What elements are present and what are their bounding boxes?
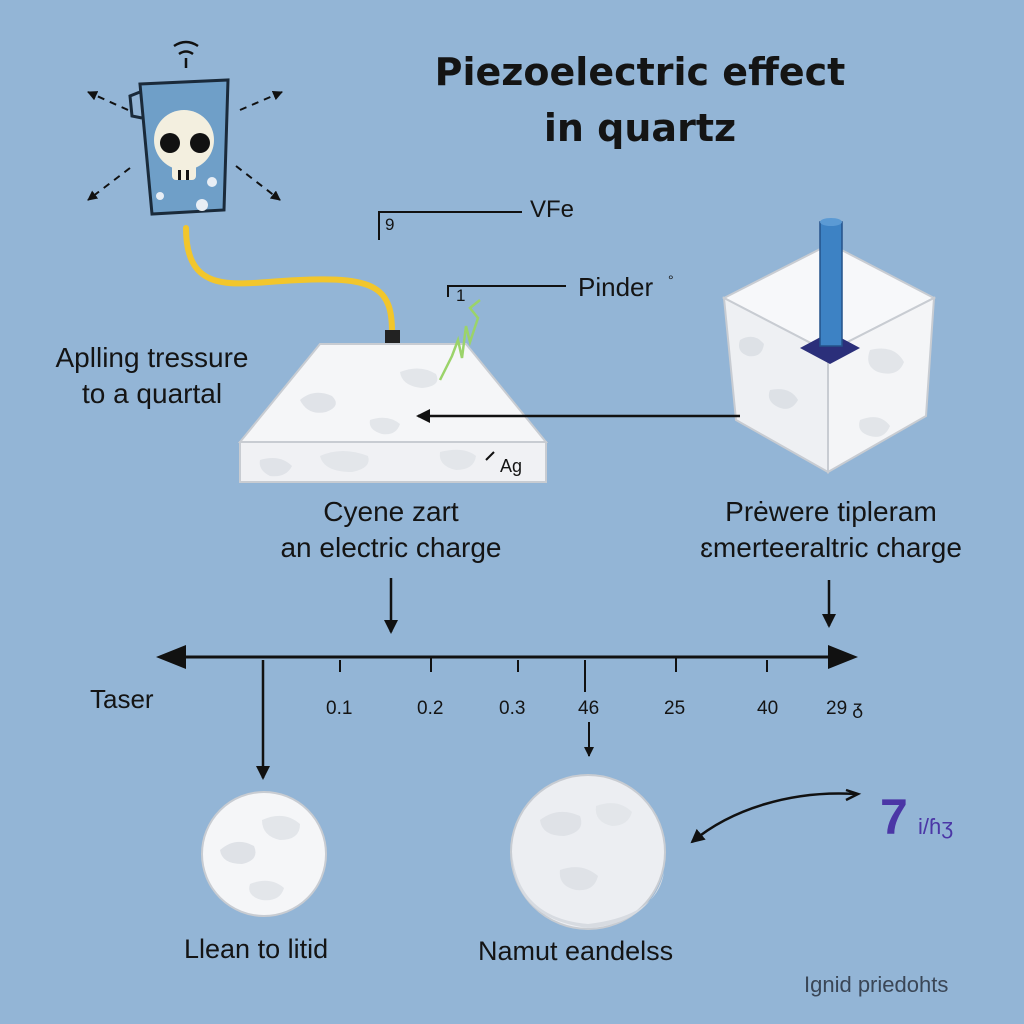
axis-tick-label: 25 bbox=[664, 698, 686, 719]
title-line2: in quartz bbox=[543, 106, 737, 150]
label-pinder: Pinder bbox=[578, 272, 654, 302]
large-quartz-sphere bbox=[510, 774, 666, 930]
scale-axis bbox=[156, 645, 858, 672]
wire-connector bbox=[385, 330, 400, 344]
axis-tick-label: 40 bbox=[757, 698, 779, 719]
expand-arrows-icon bbox=[87, 90, 283, 201]
seven-arrow-tail bbox=[845, 788, 862, 802]
label-vfe: VFe bbox=[530, 196, 575, 223]
label-taser: Taser bbox=[90, 684, 154, 714]
applying-line1: Aplling tressure bbox=[55, 342, 249, 373]
crystal-mark-tick bbox=[485, 451, 495, 461]
cyene-line2: an electric charge bbox=[280, 532, 502, 563]
quartz-cube bbox=[721, 218, 937, 474]
small-quartz-sphere bbox=[201, 791, 327, 917]
diagram-title: Piezoelectric effect in quartz bbox=[400, 44, 880, 156]
seven-curved-arrow bbox=[690, 792, 857, 844]
value-seven-unit: i/ɦʒ bbox=[918, 814, 954, 839]
prewere-line2: ɛmerteeraltric charge bbox=[700, 532, 962, 563]
wifi-signal-icon bbox=[173, 40, 199, 68]
pinder-leader bbox=[447, 285, 566, 297]
axis-tick-label: 29 ᵹ bbox=[826, 698, 863, 719]
label-applying-pressure: Aplling tressure to a quartal bbox=[24, 340, 280, 412]
crystal-mark: Ag bbox=[500, 456, 523, 476]
title-line1: Piezoelectric effect bbox=[434, 50, 846, 94]
label-namut: Namut eandelss bbox=[478, 936, 674, 966]
vfe-leader bbox=[378, 211, 522, 240]
quartz-crystal bbox=[237, 343, 549, 483]
pinder-superscript: ° bbox=[668, 272, 674, 288]
axis-tick-label: 46 bbox=[578, 698, 600, 719]
pinder-mark: 1 bbox=[456, 286, 466, 305]
applying-line2: to a quartal bbox=[81, 378, 223, 409]
axis-tick-label: 0.1 bbox=[326, 698, 353, 719]
skull-gauge-icon bbox=[128, 78, 230, 216]
axis-tick-label: 0.3 bbox=[499, 698, 526, 719]
prewere-line1: Prėwere tipleram bbox=[725, 496, 937, 527]
caption-prewere: Prėwere tipleram ɛmerteeraltric charge bbox=[676, 494, 986, 566]
label-lean: Llean to litid bbox=[184, 934, 329, 964]
value-seven: 7 bbox=[880, 789, 908, 845]
wire bbox=[183, 225, 395, 335]
vfe-mark: 9 bbox=[385, 215, 395, 234]
credit-text: Ignid priedohts bbox=[804, 972, 949, 997]
axis-tick-label: 0.2 bbox=[417, 698, 444, 719]
cyene-line1: Cyene zart bbox=[323, 496, 459, 527]
caption-cyene: Cyene zart an electric charge bbox=[236, 494, 546, 566]
waveform-icon bbox=[438, 299, 481, 381]
